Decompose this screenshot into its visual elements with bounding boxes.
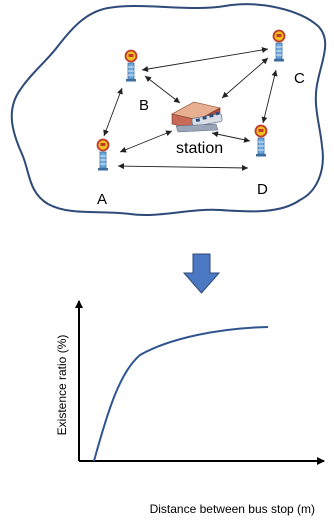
arrow-b-a (103, 87, 123, 137)
arrow-a-station (119, 130, 173, 153)
arrow-c-d (261, 69, 278, 124)
arrow-b-station (144, 75, 181, 104)
down-arrow-icon (182, 253, 221, 294)
arrow-b-c (141, 47, 269, 72)
stop-label-b: B (139, 97, 149, 114)
stop-label-c: C (294, 70, 305, 87)
arrow-c-station (221, 57, 269, 99)
y-axis-label: Existence ratio (%) (55, 335, 69, 436)
arrow-a-d (117, 163, 249, 171)
connection-arrows (103, 47, 278, 171)
station-icon (170, 101, 223, 133)
existence-ratio-curve (93, 326, 269, 462)
stop-label-a: A (97, 191, 107, 208)
arrow-station-d (211, 131, 251, 143)
x-axis-label: Distance between bus stop (m) (150, 502, 315, 516)
station-label: station (176, 140, 223, 157)
stop-label-d: D (257, 181, 268, 198)
